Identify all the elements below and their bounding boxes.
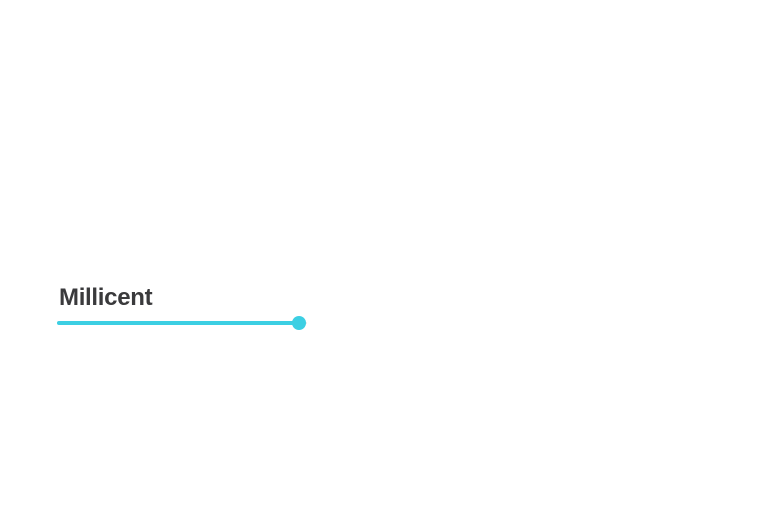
slider-thumb[interactable] <box>292 316 306 330</box>
slider-field: Millicent <box>57 282 307 331</box>
slider-fill <box>57 321 299 325</box>
slider-label: Millicent <box>59 284 153 311</box>
range-slider[interactable] <box>57 315 307 331</box>
